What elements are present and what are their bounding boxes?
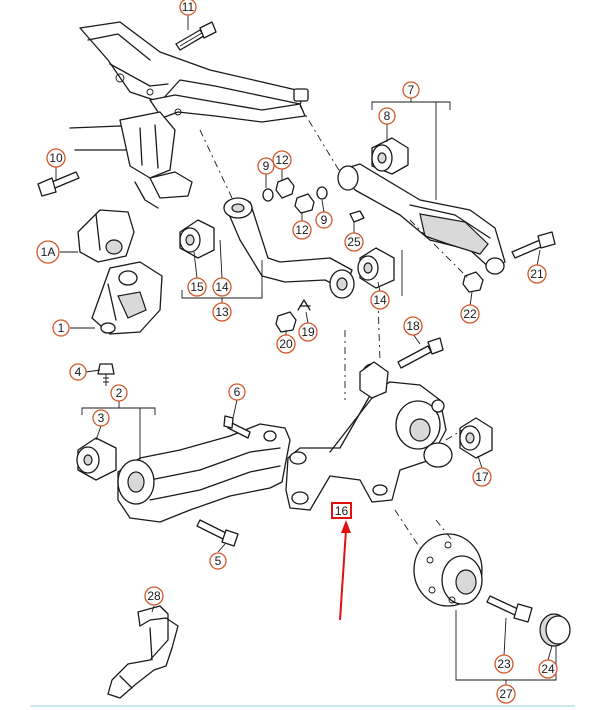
hub-bolt-23 — [486, 595, 533, 623]
callout-label: 13 — [215, 305, 229, 319]
callout-10[interactable]: 10 — [46, 148, 66, 168]
leader-lines — [55, 14, 553, 661]
bracket-28 — [107, 605, 179, 699]
callout-27[interactable]: 27 — [496, 684, 516, 704]
callout-label: 15 — [190, 280, 204, 294]
cap-24 — [539, 613, 571, 647]
washer-nut-group-b — [294, 186, 328, 214]
group-brackets — [81, 95, 557, 686]
clip-19 — [297, 299, 311, 311]
callout-1[interactable]: 1 — [52, 319, 70, 337]
callout-6[interactable]: 6 — [228, 383, 246, 401]
callout-label: 7 — [408, 83, 415, 97]
callout-label: 6 — [234, 385, 241, 399]
callout-1A[interactable]: 1A — [36, 240, 60, 264]
bolt-5 — [196, 519, 239, 547]
callout-11[interactable]: 11 — [179, 0, 197, 16]
bolt-4 — [97, 363, 115, 386]
callout-label: 22 — [463, 307, 477, 321]
callout-label: 9 — [321, 213, 328, 227]
callout-label: 19 — [301, 325, 315, 339]
callout-label: 20 — [279, 337, 293, 351]
callout-label: 11 — [182, 0, 195, 14]
callout-label: 24 — [541, 662, 555, 676]
highlight-arrow — [339, 520, 351, 621]
bolt-21 — [511, 231, 556, 259]
callout-21[interactable]: 21 — [527, 264, 547, 284]
callout-13[interactable]: 13 — [212, 302, 232, 322]
wheel-hub — [413, 533, 483, 607]
callout-label: 4 — [75, 365, 82, 379]
callout-14a[interactable]: 14 — [212, 277, 232, 297]
callout-label: 27 — [499, 687, 513, 701]
callout-16-highlighted[interactable]: 16 — [331, 502, 352, 519]
callout-4[interactable]: 4 — [69, 363, 87, 381]
callout-label: 12 — [275, 153, 289, 167]
bottom-divider — [30, 705, 575, 707]
bushing-17 — [459, 417, 493, 459]
callout-14b[interactable]: 14 — [370, 290, 390, 310]
callout-label: 9 — [263, 159, 270, 173]
bolt-10 — [37, 171, 80, 197]
bushing-14a — [329, 269, 355, 299]
callout-label: 18 — [406, 319, 420, 333]
callout-label: 1A — [41, 245, 56, 259]
highlight-label: 16 — [335, 504, 349, 518]
callout-label: 23 — [497, 657, 511, 671]
callout-label: 8 — [384, 109, 391, 123]
callout-3[interactable]: 3 — [92, 409, 110, 427]
bolt-11 — [175, 21, 217, 51]
bolt-18 — [397, 337, 444, 369]
callout-label: 21 — [530, 267, 544, 281]
callout-23[interactable]: 23 — [494, 654, 514, 674]
bushing-15 — [179, 219, 215, 259]
bolt-6 — [223, 415, 251, 439]
callout-label: 28 — [147, 589, 161, 603]
callout-label: 14 — [373, 293, 387, 307]
callout-label: 5 — [215, 554, 222, 568]
bushing-14b — [357, 247, 395, 289]
callout-25[interactable]: 25 — [344, 232, 364, 252]
bushing-3 — [76, 437, 117, 481]
control-arm-7 — [337, 163, 506, 275]
subframe — [69, 21, 309, 209]
washer-nut-group-a — [262, 177, 295, 202]
callout-label: 25 — [347, 235, 361, 249]
bushing-8 — [371, 137, 409, 175]
callout-20[interactable]: 20 — [276, 334, 296, 354]
center-lines — [199, 105, 471, 549]
callout-24[interactable]: 24 — [538, 659, 558, 679]
nut-25 — [349, 210, 365, 223]
mount-1a — [77, 209, 135, 263]
callout-8[interactable]: 8 — [378, 107, 396, 125]
callout-22[interactable]: 22 — [460, 304, 480, 324]
callout-17[interactable]: 17 — [472, 467, 492, 487]
callout-label: 10 — [49, 151, 63, 165]
callout-9b[interactable]: 9 — [315, 211, 333, 229]
callout-5[interactable]: 5 — [209, 552, 227, 570]
trailing-arm-2 — [117, 423, 291, 523]
callout-12b[interactable]: 12 — [292, 220, 312, 240]
wheel-carrier-16 — [285, 361, 453, 511]
callout-label: 1 — [58, 321, 65, 335]
mount-1 — [91, 261, 163, 335]
callout-label: 17 — [475, 470, 489, 484]
callout-label: 14 — [215, 280, 229, 294]
callout-9a[interactable]: 9 — [257, 157, 275, 175]
callout-label: 2 — [116, 386, 123, 400]
callout-15[interactable]: 15 — [187, 277, 207, 297]
callout-7[interactable]: 7 — [402, 81, 420, 99]
callout-label: 3 — [98, 411, 105, 425]
callout-12a[interactable]: 12 — [272, 150, 292, 170]
nut-22 — [462, 271, 484, 293]
callout-2[interactable]: 2 — [110, 384, 128, 402]
callout-label: 12 — [295, 223, 309, 237]
callout-19[interactable]: 19 — [298, 322, 318, 342]
callout-28[interactable]: 28 — [144, 586, 164, 606]
callout-18[interactable]: 18 — [403, 316, 423, 336]
nut-20 — [275, 311, 297, 333]
